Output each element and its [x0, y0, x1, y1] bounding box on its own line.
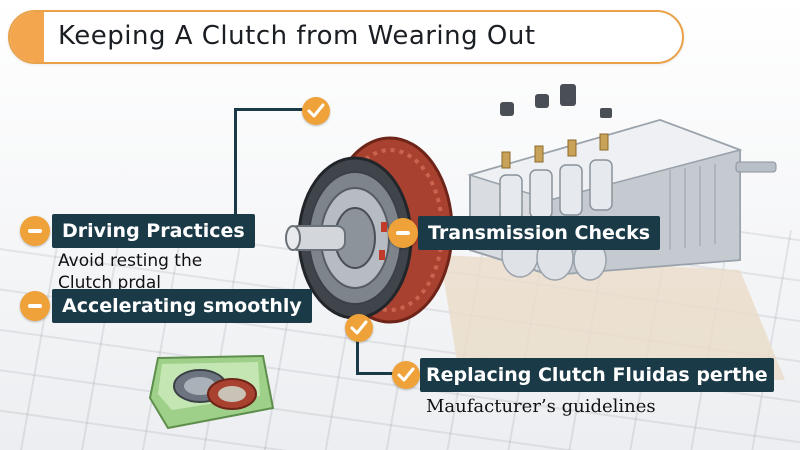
connector-line — [234, 108, 314, 111]
driving-detail-line-2: Clutch prdal — [58, 273, 161, 293]
check-icon — [302, 97, 330, 125]
replacing-fluid-detail: Maufacturer’s guidelines — [426, 396, 656, 417]
replacing-fluid-label: Replacing Clutch Fluidas perthe — [420, 358, 774, 392]
check-icon — [392, 361, 420, 389]
driving-detail-line-1: Avoid resting the — [58, 251, 203, 271]
dash-icon — [20, 291, 50, 321]
title-accent — [10, 12, 44, 62]
clutch-parts-tray-illustration — [148, 354, 275, 430]
dash-icon — [20, 216, 50, 246]
connector-line — [234, 108, 237, 230]
connector-line — [356, 326, 359, 374]
accelerating-label: Accelerating smoothly — [52, 289, 312, 323]
clutch-disc-illustration — [285, 136, 454, 324]
dash-icon — [388, 218, 418, 248]
transmission-checks-label: Transmission Checks — [418, 216, 661, 250]
page-title: Keeping A Clutch from Wearing Out — [58, 21, 536, 51]
connector-line — [356, 372, 400, 375]
driving-practices-detail: Avoid resting the Clutch prdal — [58, 250, 202, 294]
driving-practices-label: Driving Practices — [52, 214, 255, 248]
title-banner: Keeping A Clutch from Wearing Out — [8, 10, 684, 64]
check-icon — [345, 314, 373, 342]
